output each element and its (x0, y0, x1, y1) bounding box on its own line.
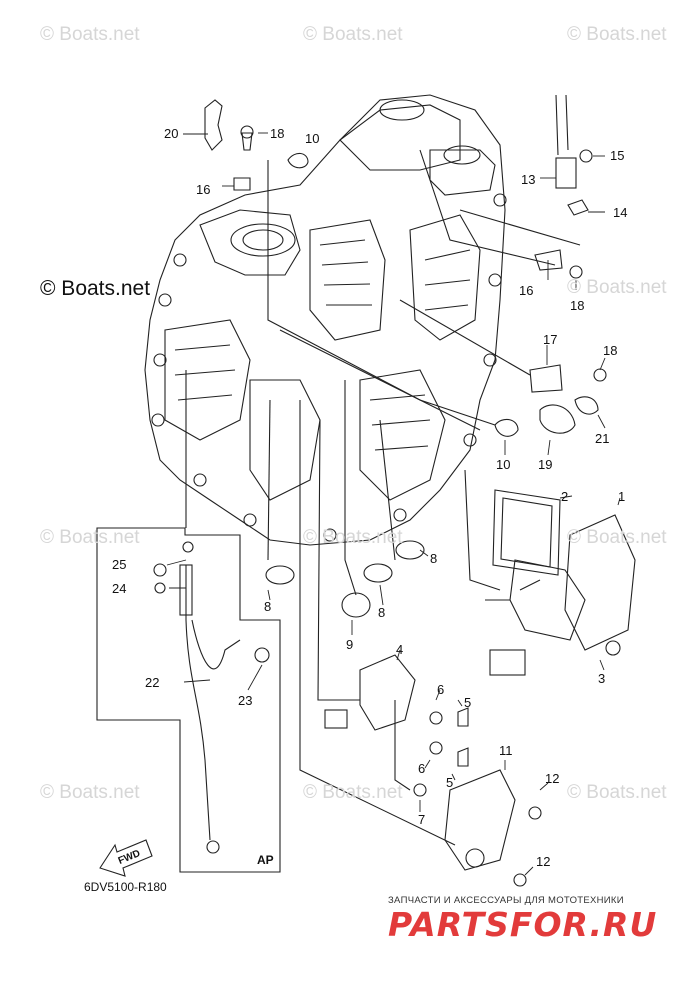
callout-6[interactable]: 6 (437, 682, 445, 697)
brand-subtitle: ЗАПЧАСТИ И АКСЕССУАРЫ ДЛЯ МОТОТЕХНИКИ (388, 895, 624, 906)
callout-11[interactable]: 11 (499, 743, 513, 758)
callout-13[interactable]: 13 (521, 172, 536, 187)
inset-label: AP (257, 853, 274, 867)
callout-8[interactable]: 8 (378, 605, 386, 620)
callout-5[interactable]: 5 (464, 695, 472, 710)
callout-19[interactable]: 19 (538, 457, 553, 472)
callout-8[interactable]: 8 (264, 599, 272, 614)
watermark: © Boats.net (303, 782, 403, 803)
callout-18[interactable]: 18 (570, 298, 585, 313)
callout-22[interactable]: 22 (145, 675, 160, 690)
inset-box (96, 527, 281, 873)
callout-3[interactable]: 3 (598, 671, 606, 686)
fwd-arrow (99, 839, 153, 877)
watermark: © Boats.net (567, 24, 667, 45)
watermark: © Boats.net (567, 277, 667, 298)
watermark: © Boats.net (40, 24, 140, 45)
engine-block (144, 94, 506, 546)
callout-5[interactable]: 5 (446, 775, 454, 790)
callout-23[interactable]: 23 (238, 693, 253, 708)
callout-15[interactable]: 15 (610, 148, 625, 163)
reference-code: 6DV5100-R180 (84, 880, 167, 894)
watermark: © Boats.net (567, 527, 667, 548)
callout-21[interactable]: 21 (595, 431, 610, 446)
watermark: © Boats.net (40, 527, 140, 548)
watermark: © Boats.net (40, 782, 140, 803)
callout-17[interactable]: 17 (543, 332, 558, 347)
callout-16[interactable]: 16 (519, 283, 534, 298)
callout-12[interactable]: 12 (536, 854, 551, 869)
callout-16[interactable]: 16 (196, 182, 211, 197)
callout-24[interactable]: 24 (112, 581, 127, 596)
callout-25[interactable]: 25 (112, 557, 127, 572)
callout-4[interactable]: 4 (396, 642, 404, 657)
callout-10[interactable]: 10 (496, 457, 511, 472)
callout-10[interactable]: 10 (305, 131, 320, 146)
callout-14[interactable]: 14 (613, 205, 628, 220)
callout-2[interactable]: 2 (561, 489, 569, 504)
watermark: © Boats.net (303, 24, 403, 45)
callout-9[interactable]: 9 (346, 637, 354, 652)
callout-1[interactable]: 1 (618, 489, 626, 504)
watermark: © Boats.net (40, 277, 151, 300)
callout-20[interactable]: 20 (164, 126, 179, 141)
callout-6[interactable]: 6 (418, 761, 426, 776)
callout-18[interactable]: 18 (603, 343, 618, 358)
watermark: © Boats.net (567, 782, 667, 803)
callout-18[interactable]: 18 (270, 126, 285, 141)
callout-12[interactable]: 12 (545, 771, 560, 786)
callout-7[interactable]: 7 (418, 812, 426, 827)
brand-logo: PARTSFOR.RU (388, 905, 658, 944)
watermark: © Boats.net (303, 527, 403, 548)
callout-8[interactable]: 8 (430, 551, 438, 566)
